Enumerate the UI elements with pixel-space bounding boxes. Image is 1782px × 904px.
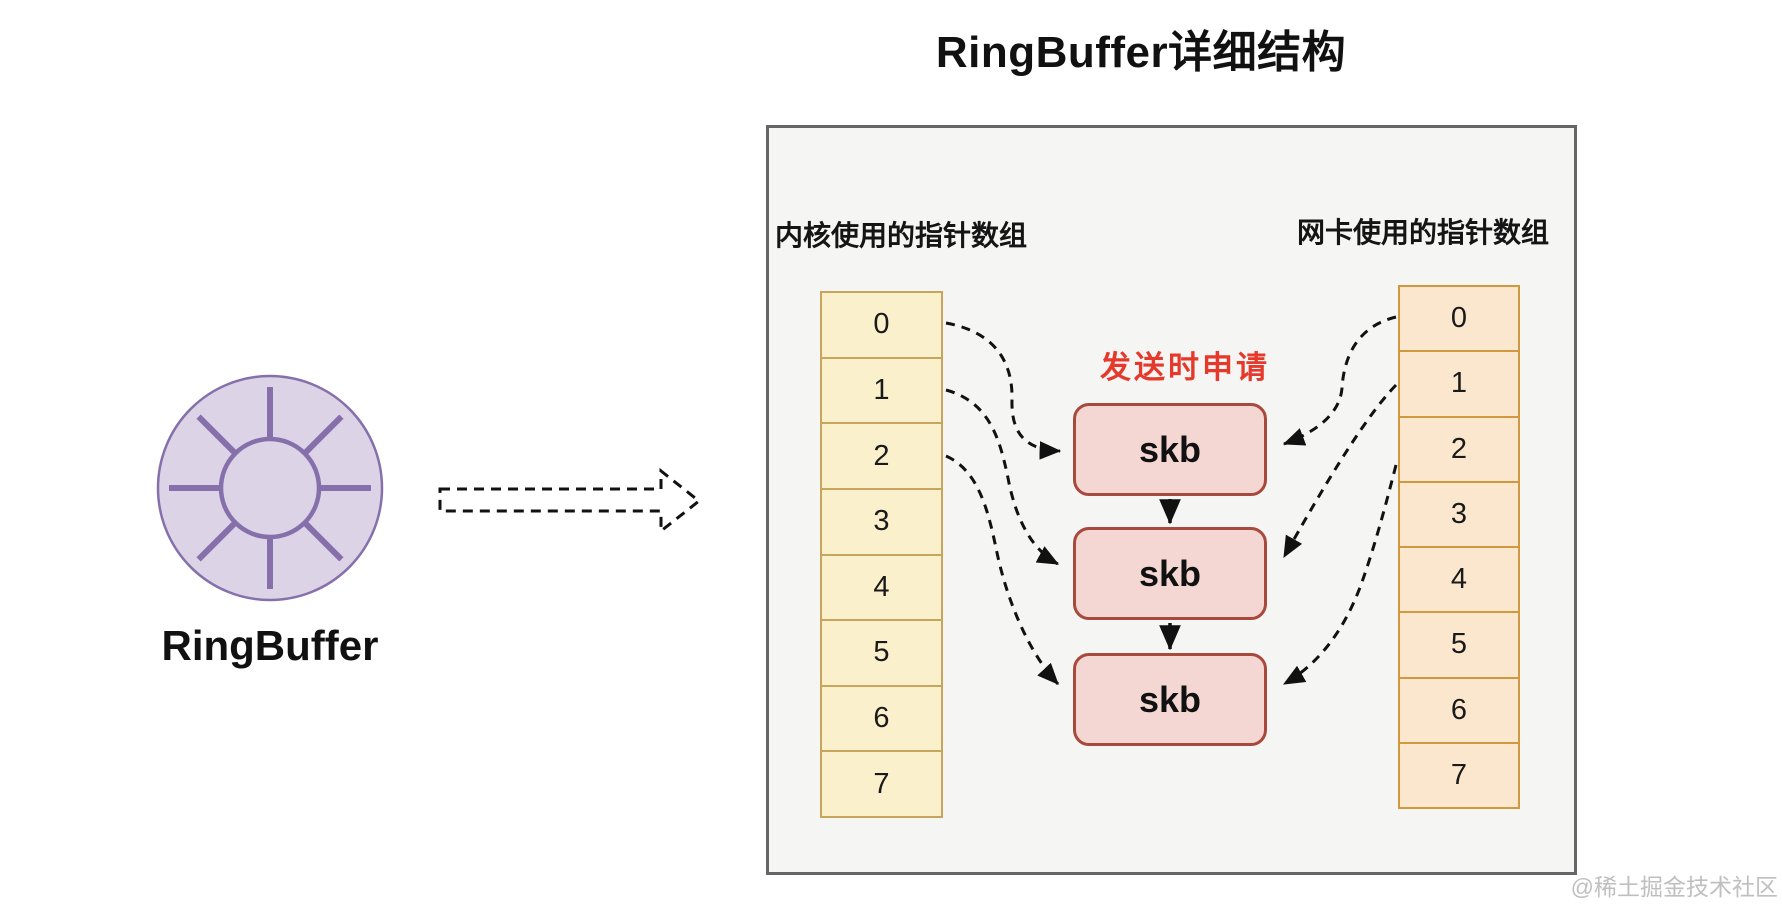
array-cell: 3 [822,487,941,554]
array-cell: 1 [1400,350,1518,416]
block-arrow-icon [438,467,702,535]
array-cell: 0 [822,293,941,357]
array-cell: 7 [822,750,941,816]
array-cell: 4 [1400,546,1518,612]
skb-node: skb [1073,527,1267,620]
array-cell: 4 [822,553,941,620]
skb-node: skb [1073,403,1267,496]
ring-figure-label: RingBuffer [161,622,379,669]
ring-outer-circle [156,374,384,602]
kernel-pointer-array: 0 1 2 3 4 5 6 7 [820,291,943,818]
watermark: @稀土掘金技术社区 [1570,874,1778,900]
array-cell: 6 [1400,676,1518,742]
ring-spokes [169,387,371,589]
skb-node: skb [1073,653,1267,746]
array-cell: 5 [822,619,941,685]
array-cell: 6 [822,684,941,751]
array-cell: 7 [1400,741,1518,807]
array-cell: 3 [1400,480,1518,546]
nic-pointer-array: 0 1 2 3 4 5 6 7 [1398,285,1520,809]
array-cell: 5 [1400,611,1518,677]
kernel-array-label: 内核使用的指针数组 [775,220,1028,251]
page-title: RingBuffer详细结构 [935,28,1347,77]
array-cell: 1 [822,356,941,423]
ring-buffer-icon [156,374,384,602]
ring-inner-circle [218,436,322,540]
array-cell: 0 [1400,287,1518,351]
array-cell: 2 [822,422,941,488]
send-annotation: 发送时申请 [1100,350,1270,385]
array-cell: 2 [1400,415,1518,481]
nic-array-label: 网卡使用的指针数组 [1297,217,1550,248]
